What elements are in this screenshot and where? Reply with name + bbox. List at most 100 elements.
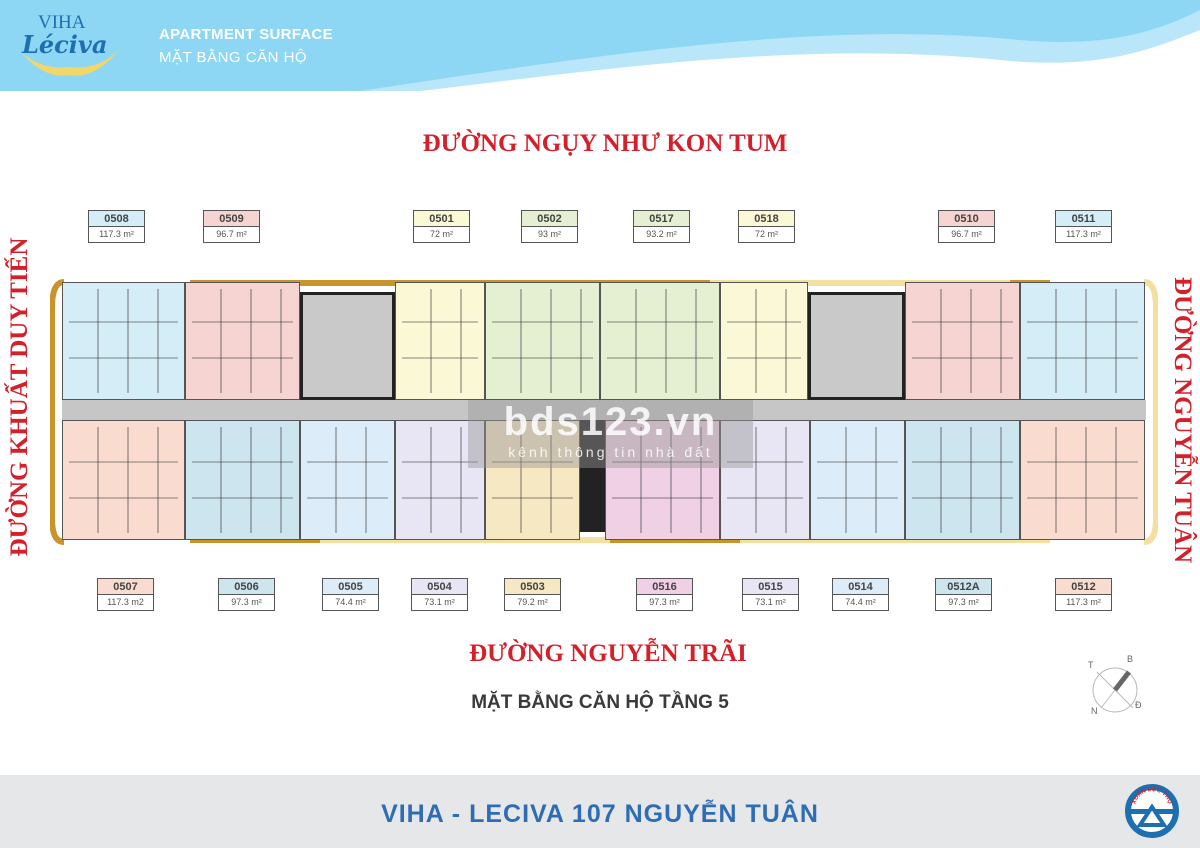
unit-code: 0518 bbox=[739, 211, 794, 227]
elevator-core-left bbox=[300, 292, 395, 400]
unit-area: 117.3 m2 bbox=[107, 597, 144, 607]
apartment-unit-0504[interactable] bbox=[395, 420, 485, 540]
unit-area: 117.3 m² bbox=[1066, 229, 1101, 239]
unit-area: 97.3 m² bbox=[948, 597, 979, 607]
apartment-unit-0506[interactable] bbox=[185, 420, 300, 540]
apartment-unit-0507[interactable] bbox=[62, 420, 185, 540]
unit-code: 0503 bbox=[505, 579, 560, 595]
unit-code: 0516 bbox=[637, 579, 692, 595]
unit-code: 0515 bbox=[743, 579, 798, 595]
apartment-unit-0508[interactable] bbox=[62, 282, 185, 400]
watermark-sub: kênh thông tin nhà đất bbox=[508, 444, 713, 460]
unit-tag-0512[interactable]: 0512 117.3 m² bbox=[1055, 578, 1112, 611]
unit-code: 0504 bbox=[412, 579, 467, 595]
apartment-unit-0501[interactable] bbox=[395, 282, 485, 400]
unit-area: 73.1 m² bbox=[424, 597, 455, 607]
apartment-unit-0511[interactable] bbox=[1020, 282, 1145, 400]
street-label-top: ĐƯỜNG NGỤY NHƯ KON TUM bbox=[422, 130, 788, 157]
unit-code: 0506 bbox=[219, 579, 274, 595]
unit-code: 0508 bbox=[89, 211, 144, 227]
unit-area: 93 m² bbox=[537, 229, 561, 239]
unit-tag-0501[interactable]: 0501 72 m² bbox=[413, 210, 470, 243]
unit-area: 97.3 m² bbox=[231, 597, 262, 607]
apartment-unit-0512[interactable] bbox=[1020, 420, 1145, 540]
unit-tag-0502[interactable]: 0502 93 m² bbox=[521, 210, 578, 243]
unit-area: 79.2 m² bbox=[517, 597, 548, 607]
unit-code: 0502 bbox=[522, 211, 577, 227]
watermark: bds123.vn kênh thông tin nhà đất bbox=[468, 400, 753, 468]
street-label-right: ĐƯỜNG NGUYỄN TUÂN bbox=[1169, 276, 1196, 564]
unit-code: 0517 bbox=[634, 211, 689, 227]
apartment-unit-0510[interactable] bbox=[905, 282, 1020, 400]
unit-area: 96.7 m² bbox=[951, 229, 982, 239]
apartment-unit-0503[interactable] bbox=[485, 420, 580, 540]
unit-tag-0507[interactable]: 0507 117.3 m2 bbox=[97, 578, 154, 611]
unit-tag-0518[interactable]: 0518 72 m² bbox=[738, 210, 795, 243]
unit-code: 0510 bbox=[939, 211, 994, 227]
unit-code: 0505 bbox=[323, 579, 378, 595]
street-label-left: ĐƯỜNG KHUẤT DUY TIẾN bbox=[6, 237, 33, 557]
logo-wings-icon bbox=[19, 50, 119, 76]
unit-area: 72 m² bbox=[429, 229, 453, 239]
unit-code: 0512 bbox=[1056, 579, 1111, 595]
apartment-unit-0515[interactable] bbox=[720, 420, 810, 540]
unit-tag-0503[interactable]: 0503 79.2 m² bbox=[504, 578, 561, 611]
unit-tag-0515[interactable]: 0515 73.1 m² bbox=[742, 578, 799, 611]
unit-tag-0506[interactable]: 0506 97.3 m² bbox=[218, 578, 275, 611]
unit-tag-0504[interactable]: 0504 73.1 m² bbox=[411, 578, 468, 611]
apartment-unit-0512A[interactable] bbox=[905, 420, 1020, 540]
compass-d: Đ bbox=[1135, 700, 1142, 710]
unit-code: 0501 bbox=[414, 211, 469, 227]
unit-tag-0510[interactable]: 0510 96.7 m² bbox=[938, 210, 995, 243]
unit-area: 117.3 m² bbox=[1066, 597, 1101, 607]
unit-area: 74.4 m² bbox=[335, 597, 366, 607]
footer-band bbox=[0, 775, 1200, 848]
unit-area: 117.3 m² bbox=[99, 229, 134, 239]
header-subtitle: MẶT BẰNG CĂN HỘ bbox=[159, 49, 308, 66]
company-logo: XUÂN LỘC THỌ bbox=[1122, 781, 1182, 841]
street-label-bottom: ĐƯỜNG NGUYỄN TRÃI bbox=[469, 640, 747, 667]
unit-area: 72 m² bbox=[754, 229, 778, 239]
unit-tag-0517[interactable]: 0517 93.2 m² bbox=[633, 210, 690, 243]
floor-title: MẶT BẰNG CĂN HỘ TẦNG 5 bbox=[471, 692, 729, 713]
compass-icon: T B N Đ bbox=[1085, 654, 1145, 720]
unit-tag-0512A[interactable]: 0512A 97.3 m² bbox=[935, 578, 992, 611]
apartment-unit-0509[interactable] bbox=[185, 282, 300, 400]
header-banner: VIHA Léciva APARTMENT SURFACE MẶT BẰNG C… bbox=[0, 0, 1200, 91]
unit-tag-0508[interactable]: 0508 117.3 m² bbox=[88, 210, 145, 243]
compass-b: B bbox=[1127, 654, 1134, 664]
elevator-core-right bbox=[808, 292, 905, 400]
compass-n: N bbox=[1091, 706, 1098, 716]
header-title: APARTMENT SURFACE bbox=[159, 26, 333, 43]
unit-area: 96.7 m² bbox=[216, 229, 247, 239]
unit-tag-0514[interactable]: 0514 74.4 m² bbox=[832, 578, 889, 611]
logo-text-viha: VIHA bbox=[38, 12, 86, 33]
apartment-unit-0502[interactable] bbox=[485, 282, 600, 400]
unit-tag-0511[interactable]: 0511 117.3 m² bbox=[1055, 210, 1112, 243]
unit-code: 0509 bbox=[204, 211, 259, 227]
corridor bbox=[62, 400, 1146, 420]
logo-text-leciva: Léciva bbox=[22, 30, 108, 59]
unit-area: 74.4 m² bbox=[845, 597, 876, 607]
unit-code: 0512A bbox=[936, 579, 991, 595]
apartment-unit-0514[interactable] bbox=[810, 420, 905, 540]
unit-tag-0505[interactable]: 0505 74.4 m² bbox=[322, 578, 379, 611]
apartment-unit-0518[interactable] bbox=[720, 282, 808, 400]
footer-title: VIHA - LECIVA 107 NGUYỄN TUÂN bbox=[381, 800, 819, 828]
stair-core-center bbox=[580, 420, 605, 532]
unit-area: 73.1 m² bbox=[755, 597, 786, 607]
unit-code: 0514 bbox=[833, 579, 888, 595]
unit-code: 0511 bbox=[1056, 211, 1111, 227]
floor-plan bbox=[50, 278, 1158, 546]
apartment-unit-0505[interactable] bbox=[300, 420, 395, 540]
viha-leciva-logo bbox=[14, 10, 124, 85]
apartment-unit-0517[interactable] bbox=[600, 282, 720, 400]
unit-code: 0507 bbox=[98, 579, 153, 595]
unit-area: 93.2 m² bbox=[646, 229, 677, 239]
header-wave-decoration bbox=[360, 10, 1200, 91]
watermark-main: bds123.vn bbox=[503, 400, 718, 444]
apartment-unit-0516[interactable] bbox=[605, 420, 720, 540]
compass-t: T bbox=[1088, 660, 1094, 670]
unit-tag-0509[interactable]: 0509 96.7 m² bbox=[203, 210, 260, 243]
